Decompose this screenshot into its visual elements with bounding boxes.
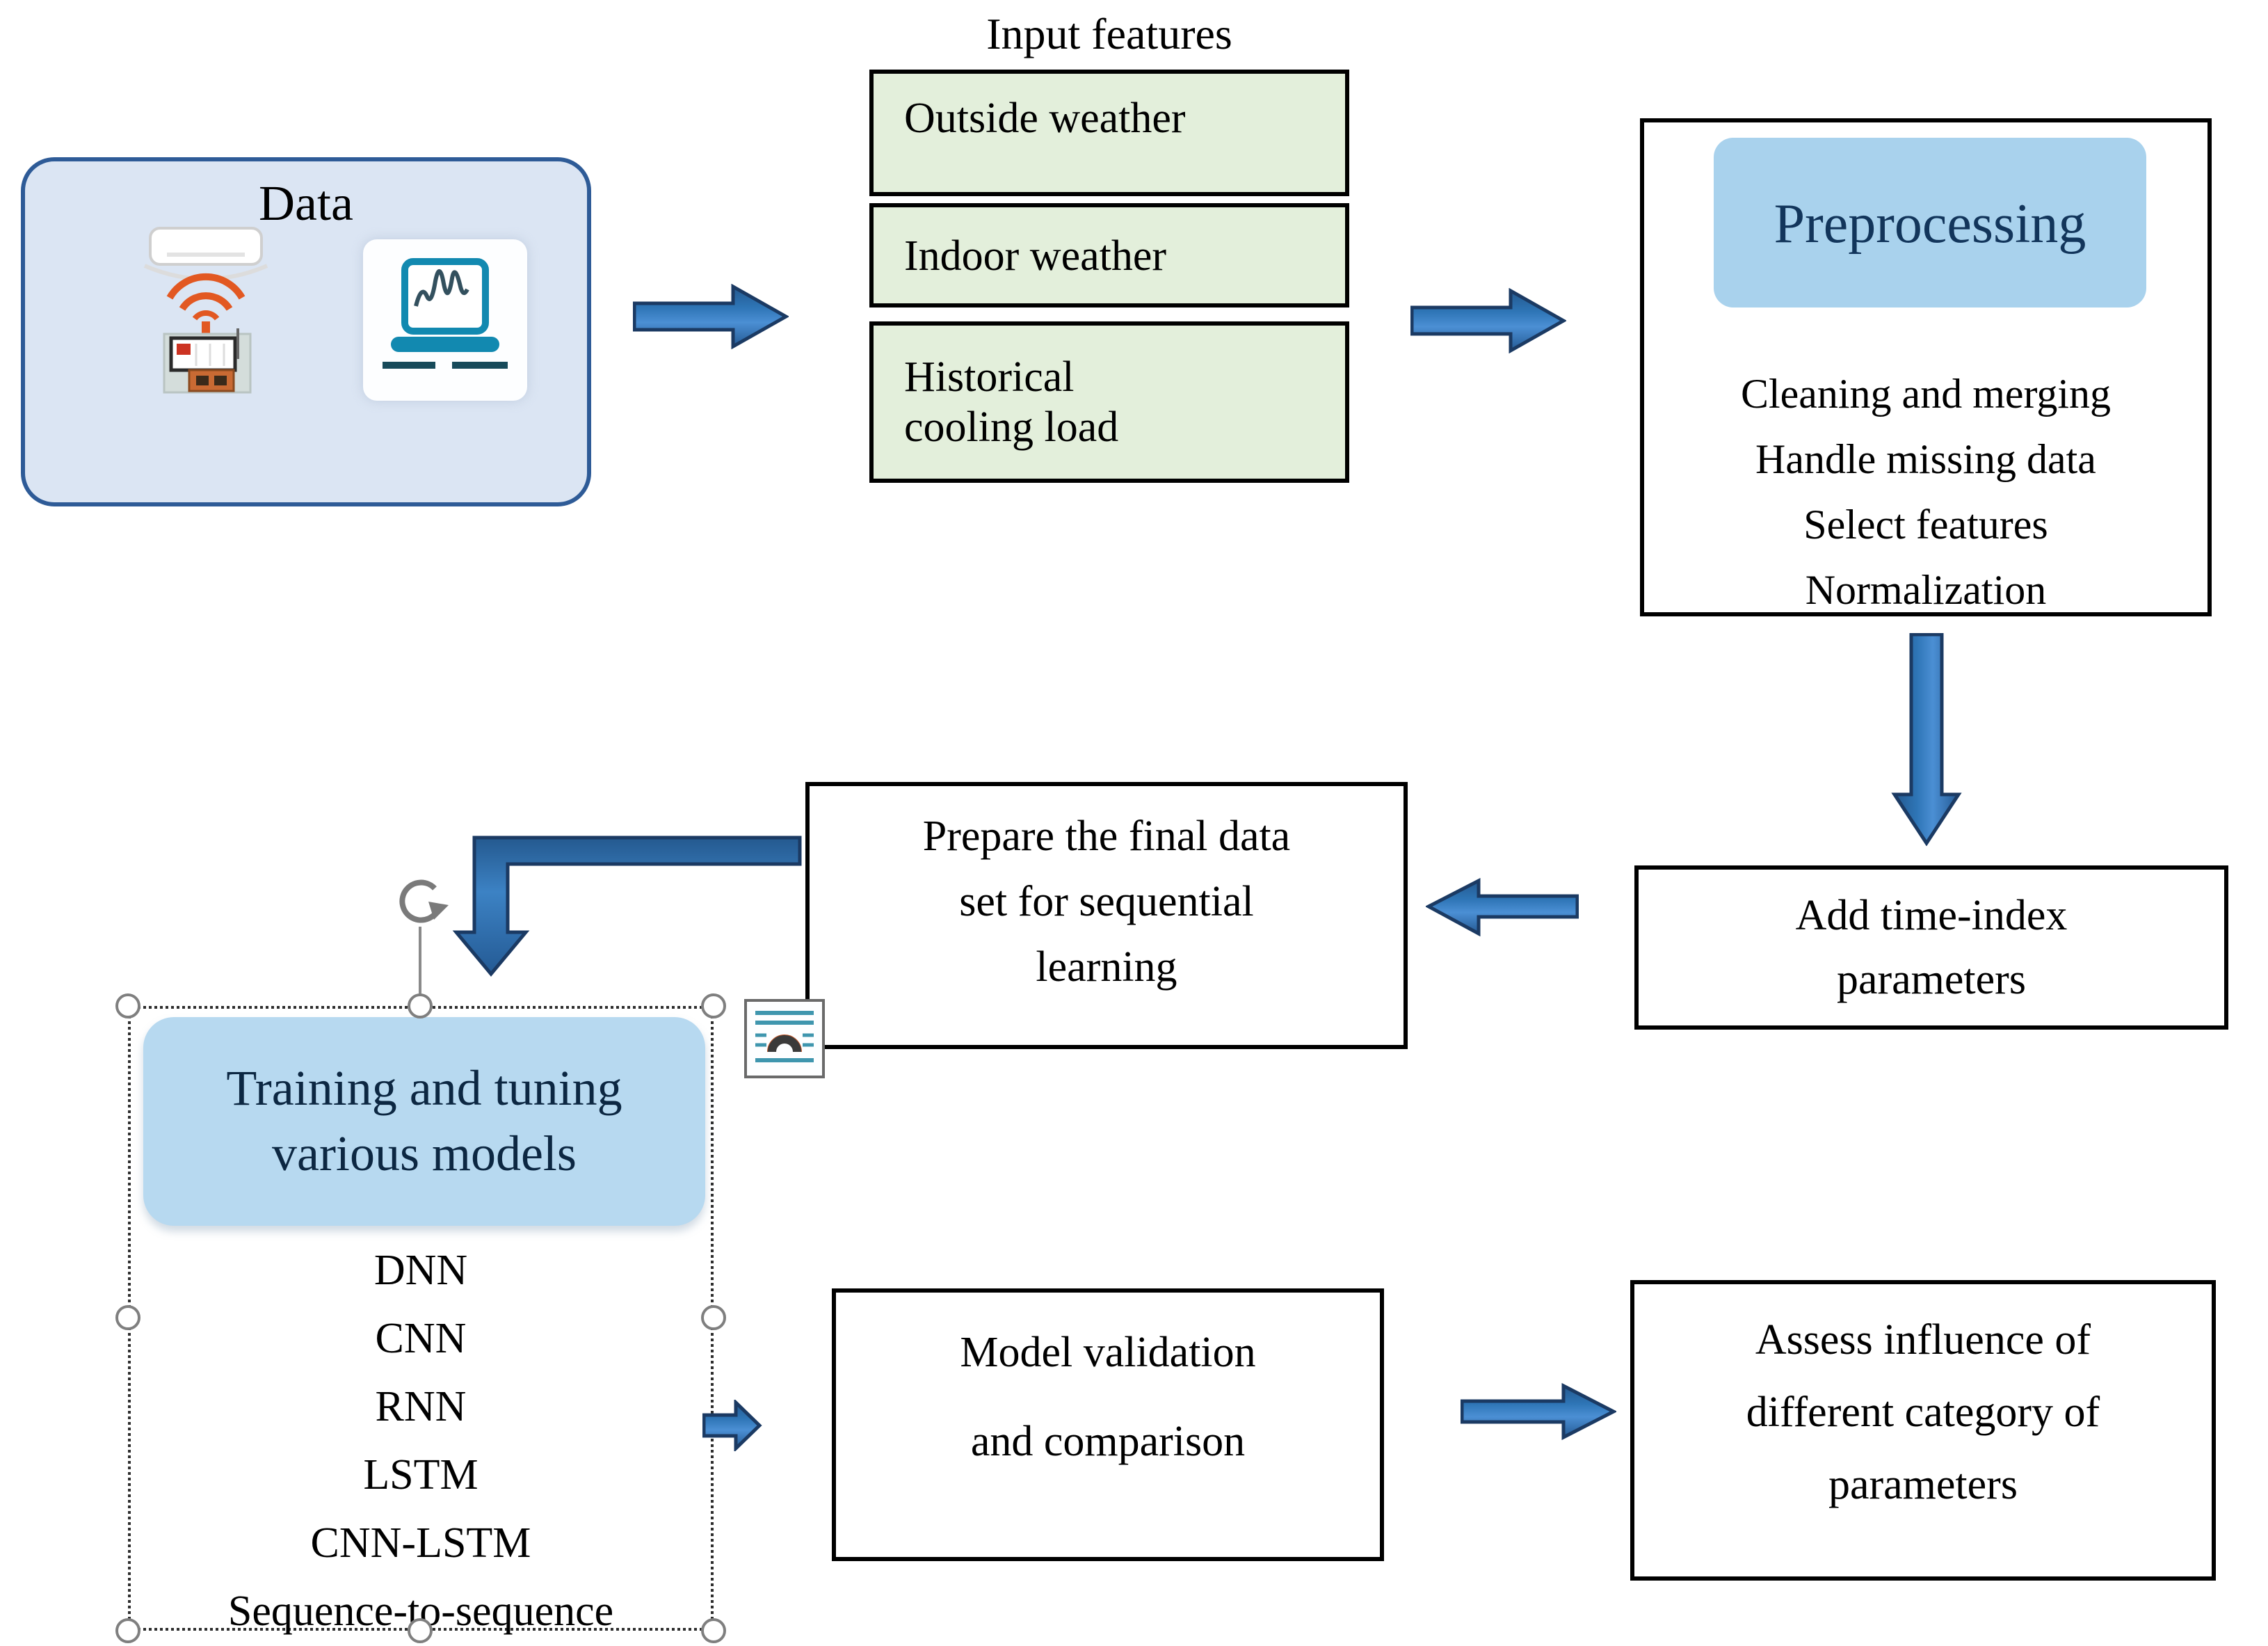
selection-handle-mid-right[interactable] — [701, 1305, 726, 1330]
input-feature-historical-cooling-load[interactable]: Historical cooling load — [869, 321, 1349, 483]
preprocessing-step: Normalization — [1805, 568, 2047, 614]
laptop-waveform-icon — [363, 239, 527, 401]
prepare-dataset-label: Prepare the final data set for sequentia… — [922, 810, 1291, 990]
ac-wifi-sensor-icon — [128, 225, 284, 395]
rotate-handle-stem — [419, 927, 421, 1006]
input-feature-outside-weather[interactable]: Outside weather — [869, 70, 1349, 196]
data-shape[interactable]: Data — [21, 157, 591, 506]
preprocessing-shape[interactable]: Preprocessing Cleaning and merging Handl… — [1640, 118, 2212, 616]
input-feature-label: Historical cooling load — [904, 352, 1119, 451]
prepare-dataset-shape[interactable]: Prepare the final data set for sequentia… — [805, 782, 1408, 1049]
selection-handle-mid-left[interactable] — [115, 1305, 140, 1330]
selection-handle-bottom-left[interactable] — [115, 1618, 140, 1643]
arrow-validation-to-assess-icon[interactable] — [1461, 1383, 1616, 1440]
add-time-index-shape[interactable]: Add time-index parameters — [1634, 865, 2228, 1030]
model-item: CNN-LSTM — [310, 1518, 531, 1567]
assess-influence-shape[interactable]: Assess influence of different category o… — [1630, 1280, 2216, 1581]
embedded-object-icon[interactable] — [744, 999, 825, 1078]
input-feature-label: Indoor weather — [904, 230, 1166, 279]
input-feature-label: Outside weather — [904, 93, 1186, 142]
model-item: LSTM — [363, 1450, 478, 1499]
arrow-input-to-preprocessing-icon[interactable] — [1410, 288, 1566, 353]
arrow-data-to-input-icon[interactable] — [633, 284, 789, 349]
selection-handle-top-center[interactable] — [408, 993, 433, 1018]
selection-handle-bottom-center[interactable] — [408, 1618, 433, 1643]
preprocessing-step: Cleaning and merging — [1740, 371, 2112, 417]
data-title: Data — [259, 175, 353, 231]
assess-influence-label: Assess influence of different category o… — [1746, 1315, 2100, 1508]
preprocessing-step: Select features — [1803, 502, 2048, 548]
input-feature-indoor-weather[interactable]: Indoor weather — [869, 203, 1349, 307]
arrow-prepare-to-training-icon[interactable] — [452, 832, 803, 980]
model-item: CNN — [375, 1313, 467, 1362]
preprocessing-steps: Cleaning and merging Handle missing data… — [1644, 362, 2207, 623]
model-item: RNN — [375, 1382, 467, 1430]
arrow-preprocessing-to-timeindex-icon[interactable] — [1886, 633, 1967, 846]
model-validation-shape[interactable]: Model validation and comparison — [832, 1288, 1384, 1561]
model-validation-label: Model validation and comparison — [960, 1327, 1256, 1465]
training-title: Training and tuning various models — [226, 1060, 622, 1181]
arrow-training-to-validation-icon[interactable] — [702, 1400, 762, 1451]
training-title-chip[interactable]: Training and tuning various models — [143, 1017, 705, 1226]
selection-handle-top-right[interactable] — [701, 993, 726, 1018]
selection-handle-bottom-right[interactable] — [701, 1618, 726, 1643]
model-item: DNN — [373, 1245, 468, 1294]
preprocessing-title: Preprocessing — [1774, 191, 2086, 254]
rotate-handle-icon[interactable] — [391, 874, 449, 932]
training-model-list: DNN CNN RNN LSTM CNN-LSTM Sequence-to-se… — [128, 1236, 714, 1645]
preprocessing-step: Handle missing data — [1755, 437, 2096, 483]
input-features-label: Input features — [986, 8, 1232, 58]
preprocessing-title-chip: Preprocessing — [1714, 138, 2146, 307]
selection-handle-top-left[interactable] — [115, 993, 140, 1018]
arrow-timeindex-to-prepare-icon[interactable] — [1426, 878, 1579, 936]
add-time-index-label: Add time-index parameters — [1795, 890, 2068, 1003]
